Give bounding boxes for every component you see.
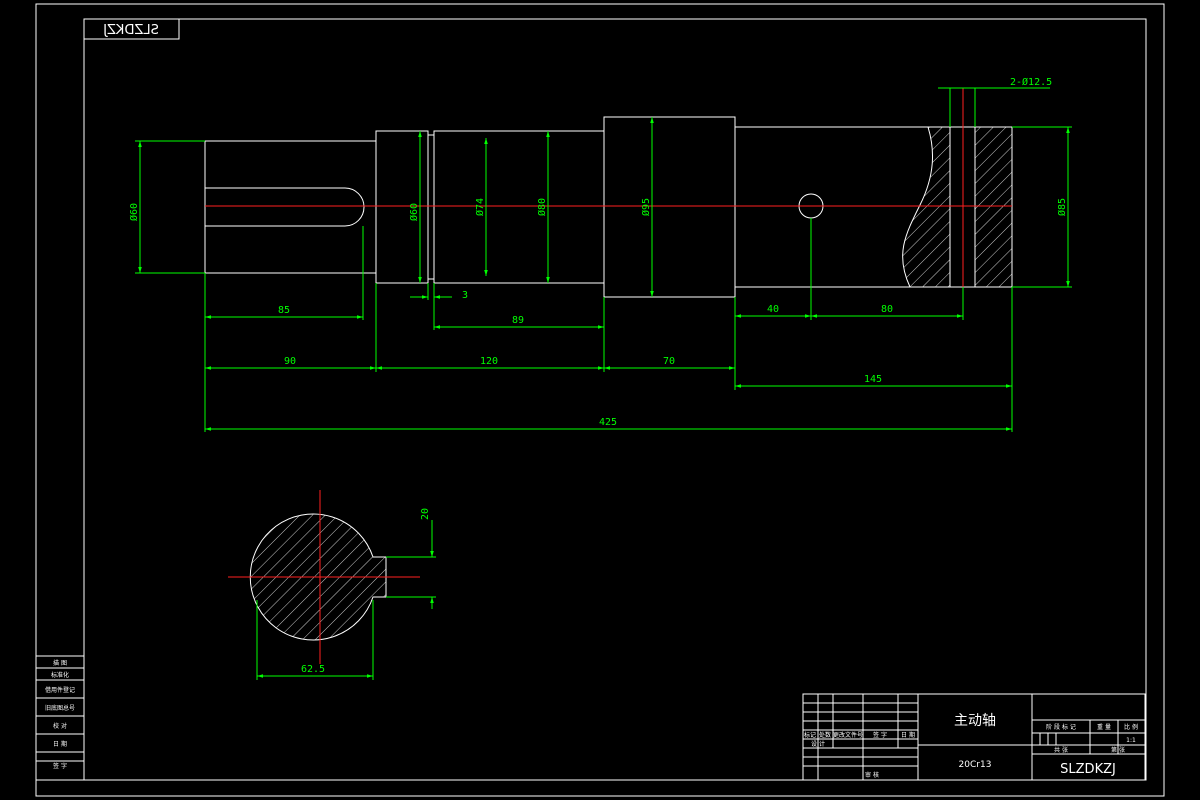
dim-len-groove: 3 xyxy=(462,290,468,301)
rev-header-3: 签 字 xyxy=(873,731,887,739)
sheet-total: 共 张 xyxy=(1054,746,1068,754)
drawing-code: SLZDKZJ xyxy=(1060,762,1116,777)
dim-key-depth: 62.5 xyxy=(301,664,325,675)
material: 20Cr13 xyxy=(959,760,992,770)
code-box-text: SLZDKZJ xyxy=(103,23,159,38)
rev-header-4: 日 期 xyxy=(901,731,915,739)
section-hatch-right xyxy=(974,126,1013,288)
title-block: 标记 处数 更改文件号 签 字 日 期 设 计 审 核 主动轴 20Cr13 阶… xyxy=(802,693,1146,781)
dim-d-bearing: Ø60 xyxy=(408,203,420,221)
dim-d-mid: Ø80 xyxy=(536,198,548,216)
rev-header-2: 更改文件号 xyxy=(833,731,863,739)
shaft-outline xyxy=(204,116,1013,298)
stage-header-0: 阶 段 标 记 xyxy=(1046,723,1076,731)
dim-d-left: Ø60 xyxy=(128,203,140,221)
side-row-2: 借用件登记 xyxy=(45,686,75,694)
scale-value: 1:1 xyxy=(1126,737,1136,744)
sheet-number: 第 张 xyxy=(1111,746,1125,754)
keyway-slot xyxy=(205,187,365,227)
code-box: SLZDKZJ xyxy=(83,18,180,40)
stage-header-1: 重 量 xyxy=(1097,723,1111,731)
dim-len-90: 90 xyxy=(284,356,296,367)
length-dimensions: 85 3 89 40 80 90 120 70 145 425 xyxy=(204,218,1013,432)
sheet-border xyxy=(35,3,1165,797)
side-row-1: 标准化 xyxy=(51,671,69,679)
dim-len-80: 80 xyxy=(881,304,893,315)
dim-len-70: 70 xyxy=(663,356,675,367)
side-row-0: 描 图 xyxy=(53,659,67,667)
side-row-6: 签 字 xyxy=(53,762,67,770)
center-lines xyxy=(205,88,1012,292)
rev-header-0: 标记 xyxy=(804,731,816,739)
section-view: 20 62.5 xyxy=(228,490,436,680)
dim-d-groove: Ø74 xyxy=(474,198,486,216)
dim-len-89: 89 xyxy=(512,315,524,326)
dim-len-145: 145 xyxy=(864,374,882,385)
diameter-dimensions: Ø60 Ø60 Ø74 Ø80 Ø95 Ø85 xyxy=(128,117,1072,297)
stage-header-2: 比 例 xyxy=(1124,723,1138,731)
dim-len-120: 120 xyxy=(480,356,498,367)
dim-len-total: 425 xyxy=(599,417,617,428)
dim-hole: 2-Ø12.5 xyxy=(1010,76,1052,88)
dim-key-width: 20 xyxy=(420,508,431,520)
part-name: 主动轴 xyxy=(954,713,996,729)
design-label: 设 计 xyxy=(811,740,825,748)
review-label: 审 核 xyxy=(865,771,879,779)
dim-len-40: 40 xyxy=(767,304,779,315)
hole-callout: 2-Ø12.5 xyxy=(938,76,1052,127)
side-row-5: 日 期 xyxy=(53,740,67,748)
rev-header-1: 处数 xyxy=(819,731,831,739)
dim-len-keyway: 85 xyxy=(278,305,290,316)
dim-d-collar: Ø95 xyxy=(640,198,652,216)
section-hatch-left xyxy=(902,126,951,288)
dim-d-right: Ø85 xyxy=(1056,198,1068,216)
side-row-3: 旧底图总号 xyxy=(45,704,75,712)
side-block: 描 图 标准化 借用件登记 旧底图总号 校 对 日 期 签 字 xyxy=(35,655,85,781)
side-row-4: 校 对 xyxy=(53,722,67,730)
